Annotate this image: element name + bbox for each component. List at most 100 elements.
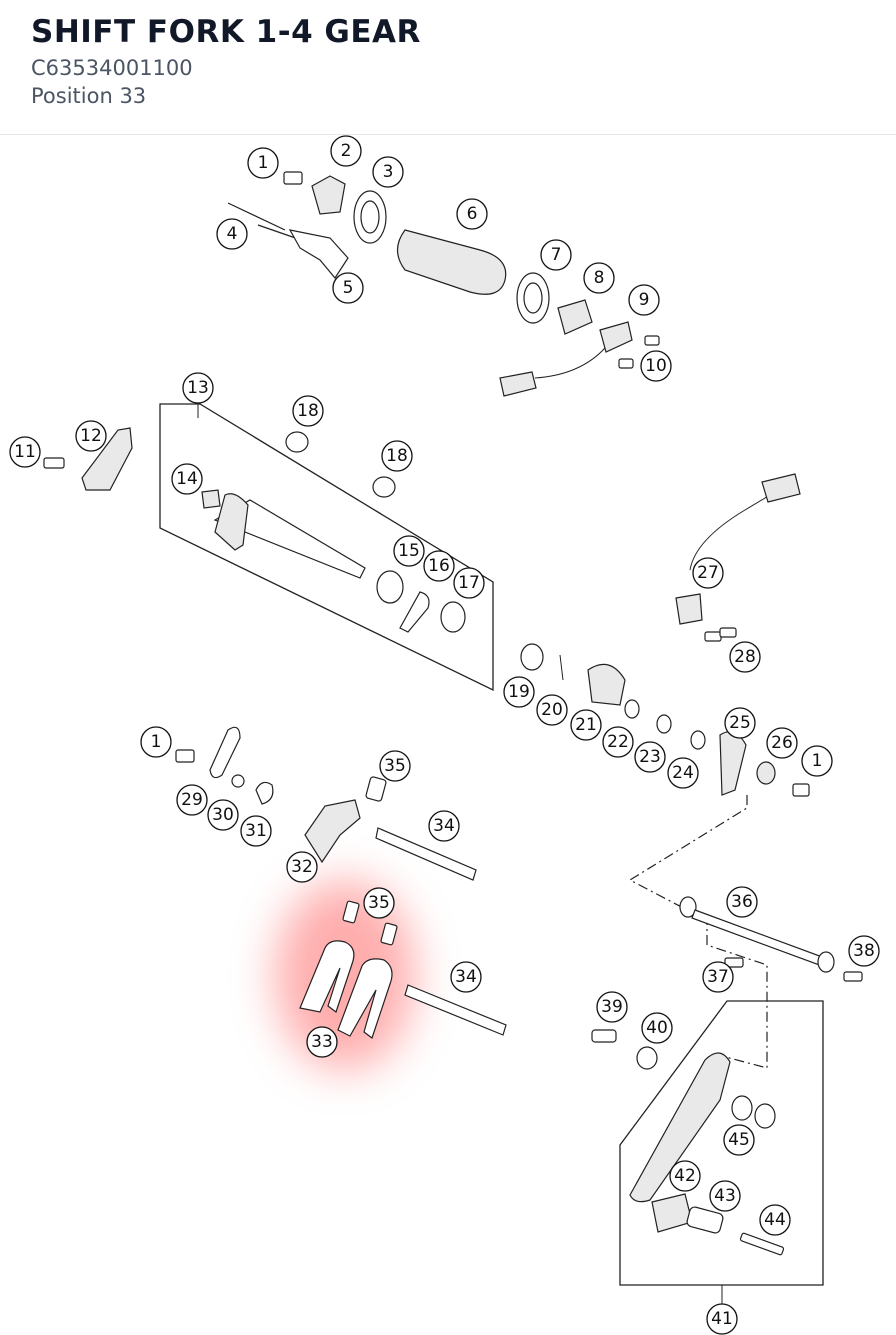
svg-text:38: 38 [853,941,875,961]
svg-text:14: 14 [176,469,198,489]
svg-text:43: 43 [714,1186,736,1206]
svg-text:36: 36 [731,892,753,912]
callout-27[interactable]: 27 [692,557,724,589]
svg-text:7: 7 [551,245,562,265]
callout-14[interactable]: 14 [171,463,203,495]
svg-text:20: 20 [541,700,563,720]
svg-text:40: 40 [646,1018,668,1038]
svg-text:34: 34 [455,967,477,987]
callout-34b[interactable]: 34 [450,961,482,993]
callout-42[interactable]: 42 [669,1160,701,1192]
svg-text:25: 25 [729,713,751,733]
callout-41[interactable]: 41 [706,1303,738,1335]
frame-shift-shaft [159,403,494,692]
callout-32[interactable]: 32 [286,851,318,883]
callout-31[interactable]: 31 [240,815,272,847]
svg-text:1: 1 [151,732,162,752]
callout-43[interactable]: 43 [709,1180,741,1212]
svg-text:18: 18 [297,401,319,421]
callout-35a[interactable]: 35 [379,750,411,782]
svg-text:26: 26 [771,733,793,753]
svg-text:13: 13 [187,378,209,398]
callout-37[interactable]: 37 [702,961,734,993]
callout-16[interactable]: 16 [423,550,455,582]
callout-20[interactable]: 20 [536,694,568,726]
callout-1b[interactable]: 1 [801,745,833,777]
callout-29[interactable]: 29 [176,784,208,816]
svg-text:18: 18 [386,446,408,466]
callout-26[interactable]: 26 [766,727,798,759]
callout-21[interactable]: 21 [570,709,602,741]
callout-19[interactable]: 19 [503,676,535,708]
svg-text:24: 24 [672,763,694,783]
svg-text:2: 2 [341,141,352,161]
callout-30[interactable]: 30 [207,799,239,831]
svg-text:27: 27 [697,563,719,583]
callout-36[interactable]: 36 [726,886,758,918]
callout-1[interactable]: 1 [247,147,279,179]
svg-text:33: 33 [311,1032,333,1052]
svg-text:19: 19 [508,682,530,702]
svg-text:10: 10 [645,356,667,376]
callout-3[interactable]: 3 [372,156,404,188]
svg-text:37: 37 [707,967,729,987]
svg-text:29: 29 [181,790,203,810]
svg-text:21: 21 [575,715,597,735]
callout-5[interactable]: 5 [332,272,364,304]
callout-11[interactable]: 11 [9,436,41,468]
callout-39[interactable]: 39 [596,991,628,1023]
callout-12[interactable]: 12 [75,420,107,452]
callout-23[interactable]: 23 [634,741,666,773]
callout-9[interactable]: 9 [628,284,660,316]
callout-10[interactable]: 10 [640,350,672,382]
callout-6[interactable]: 6 [456,198,488,230]
svg-text:1: 1 [812,751,823,771]
svg-text:45: 45 [728,1130,750,1150]
callout-45[interactable]: 45 [723,1124,755,1156]
callout-28[interactable]: 28 [729,641,761,673]
callout-2[interactable]: 2 [330,135,362,167]
callout-7[interactable]: 7 [540,239,572,271]
callout-13[interactable]: 13 [182,372,214,404]
svg-text:32: 32 [291,857,313,877]
shift-shaft-group [43,427,466,633]
selector-group [520,473,810,797]
callout-33[interactable]: 33 [306,1026,338,1058]
svg-text:30: 30 [212,805,234,825]
fork-group [175,726,507,1039]
callout-35b[interactable]: 35 [363,887,395,919]
svg-text:28: 28 [734,647,756,667]
svg-text:39: 39 [601,997,623,1017]
callout-22[interactable]: 22 [602,726,634,758]
callout-8[interactable]: 8 [583,262,615,294]
callout-34a[interactable]: 34 [428,810,460,842]
svg-text:23: 23 [639,747,661,767]
callout-38[interactable]: 38 [848,935,880,967]
svg-text:15: 15 [398,541,420,561]
shift-drum-group [227,171,660,397]
dashed-line-linkage [628,795,748,923]
svg-text:4: 4 [227,224,238,244]
callout-40[interactable]: 40 [641,1012,673,1044]
svg-text:17: 17 [458,573,480,593]
callout-17[interactable]: 17 [453,567,485,599]
header: SHIFT FORK 1-4 GEAR C63534001100 Positio… [0,0,896,135]
callout-4[interactable]: 4 [216,218,248,250]
callout-1c[interactable]: 1 [140,726,172,758]
callout-15[interactable]: 15 [393,535,425,567]
callout-25[interactable]: 25 [724,707,756,739]
svg-text:12: 12 [80,426,102,446]
svg-text:8: 8 [594,268,605,288]
svg-text:35: 35 [368,893,390,913]
frame-shift-lever [619,1000,824,1286]
callout-24[interactable]: 24 [667,757,699,789]
svg-text:31: 31 [245,821,267,841]
svg-text:35: 35 [384,756,406,776]
callout-18b[interactable]: 18 [381,440,413,472]
svg-text:9: 9 [639,290,650,310]
part-number: C63534001100 [31,56,193,80]
callout-44[interactable]: 44 [759,1204,791,1236]
svg-text:16: 16 [428,556,450,576]
callout-18a[interactable]: 18 [292,395,324,427]
